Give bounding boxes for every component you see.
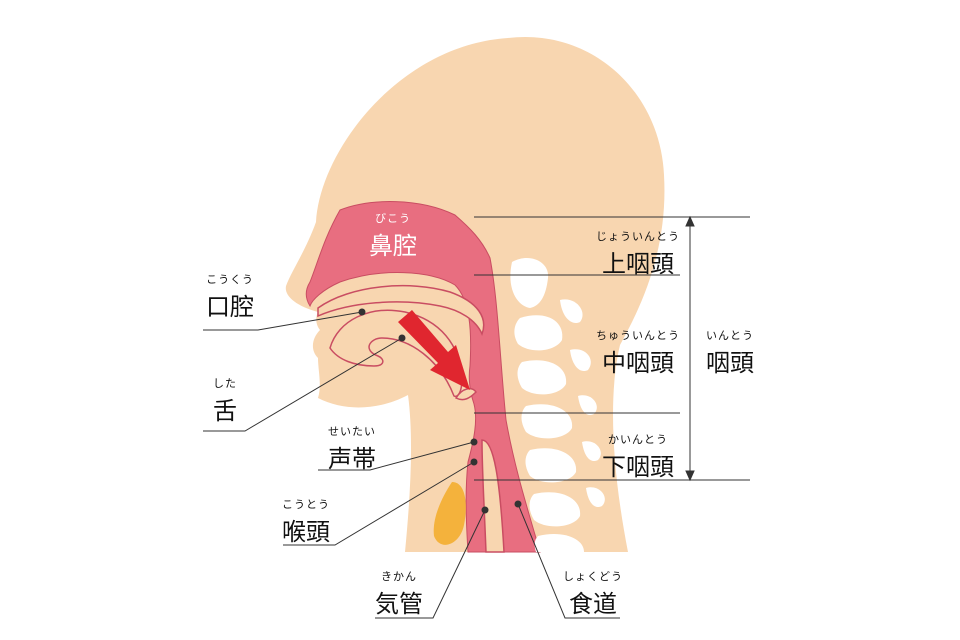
larynx-ruby: こうとう	[282, 498, 330, 511]
oral-cavity-label: 口腔	[206, 293, 254, 321]
soft-palate	[317, 284, 485, 337]
pharynx-ruby: いんとう	[706, 329, 754, 342]
nasopharynx-ruby: じょういんとう	[596, 230, 680, 243]
hypopharynx-label: 下咽頭	[602, 453, 674, 481]
hypopharynx-ruby: かいんとう	[608, 433, 668, 446]
vocal-cords-label: 声帯	[328, 445, 376, 473]
thyroid-gland	[433, 482, 466, 545]
trachea-label: 気管	[375, 590, 423, 618]
trachea-ruby: きかん	[381, 570, 417, 583]
tongue-ruby: した	[213, 377, 237, 390]
oral-cavity-ruby: こうくう	[206, 273, 254, 286]
pharynx-label: 咽頭	[706, 349, 754, 377]
airflow-arrow	[398, 310, 470, 390]
nasal-cavity-label: 鼻腔	[369, 232, 417, 260]
nasal-cavity-shape	[305, 201, 541, 553]
cervical-spine	[510, 257, 605, 552]
vocal-cords-ruby: せいたい	[328, 425, 376, 438]
tongue-label: 舌	[213, 397, 237, 425]
esophagus-label: 食道	[569, 590, 617, 618]
oropharynx-ruby: ちゅういんとう	[596, 329, 680, 342]
trachea-esophagus-wall	[481, 439, 505, 553]
nasal-cavity-ruby: びこう	[375, 212, 411, 225]
larynx-label: 喉頭	[282, 518, 330, 546]
nasopharynx-label: 上咽頭	[602, 250, 674, 278]
epiglottis	[454, 387, 477, 401]
esophagus-ruby: しょくどう	[563, 570, 623, 583]
oropharynx-label: 中咽頭	[602, 349, 674, 377]
marker-dots	[358, 308, 522, 514]
leader-lines	[203, 215, 750, 619]
